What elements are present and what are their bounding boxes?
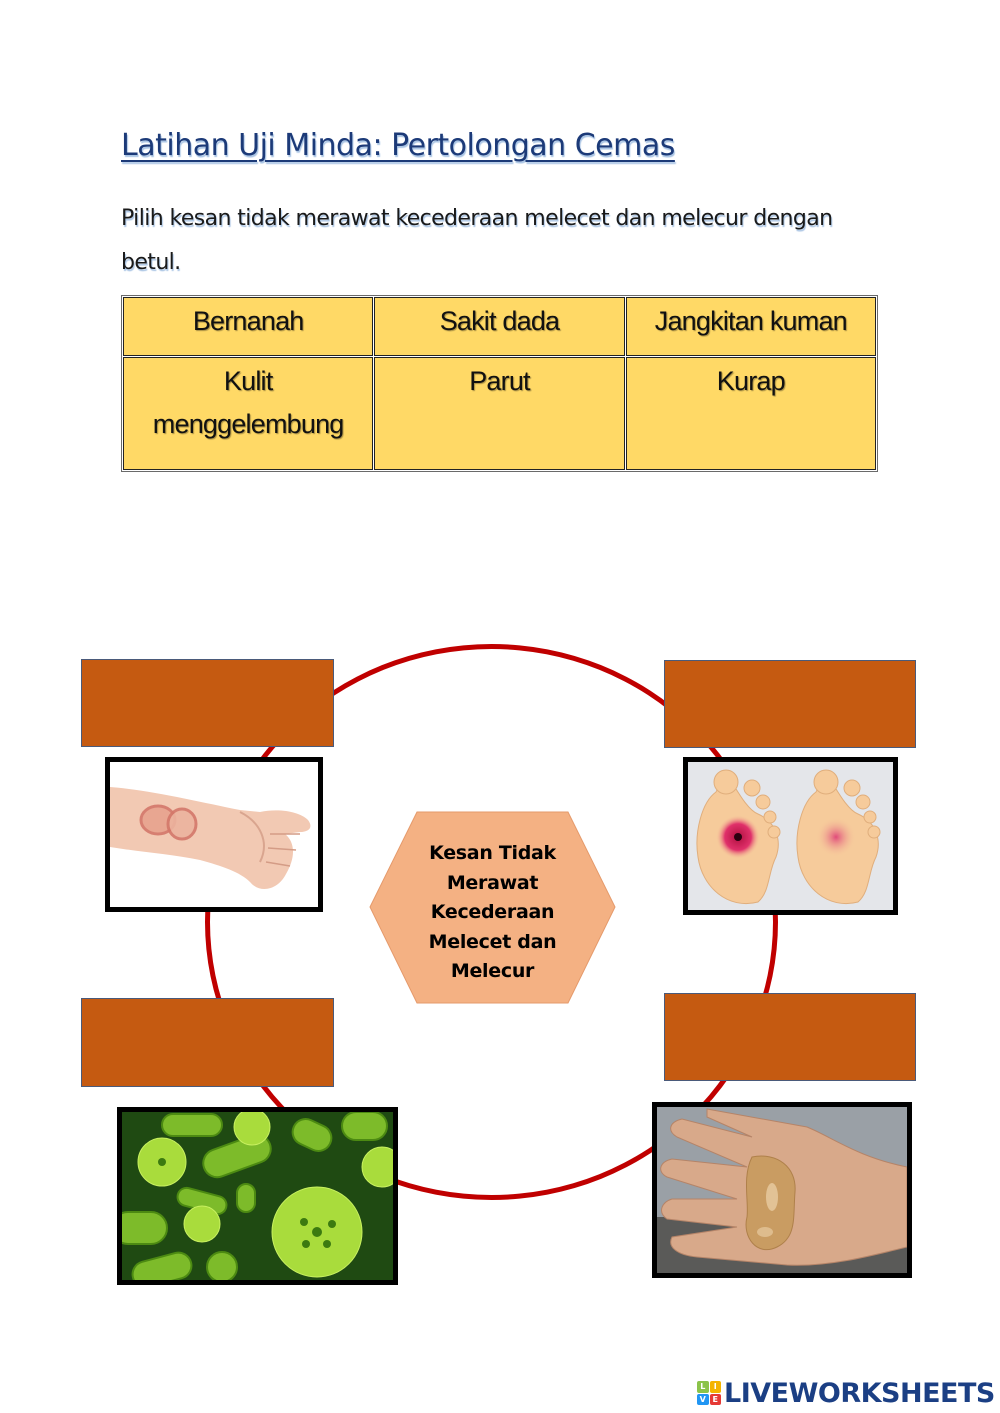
drop-box-top-left[interactable]	[81, 659, 334, 747]
foot-wound-photo	[683, 757, 898, 915]
bacteria-image	[122, 1112, 393, 1280]
drop-box-bottom-left[interactable]	[81, 998, 334, 1087]
logo-letter: E	[709, 1393, 721, 1405]
center-label-line: Merawat	[446, 871, 539, 894]
liveworksheets-logo-icon: L I V E	[697, 1381, 721, 1405]
foot-wound-image	[688, 762, 893, 910]
center-label-line: Melecet dan	[428, 930, 557, 953]
blistered-hand-photo	[652, 1102, 912, 1278]
center-label-line: Melecur	[450, 960, 535, 982]
word-bank-row: Bernanah Sakit dada Jangkitan kuman	[123, 297, 876, 356]
logo-text: LIVEWORKSHEETS	[724, 1377, 995, 1409]
word-bank-row: Kulit menggelembung Parut Kurap	[123, 357, 876, 470]
liveworksheets-logo[interactable]: L I V E LIVEWORKSHEETS	[697, 1377, 995, 1409]
cycle-ring	[205, 644, 778, 1200]
logo-letter: V	[697, 1393, 709, 1405]
word-bank-table: Bernanah Sakit dada Jangkitan kuman Kuli…	[121, 295, 878, 472]
arm-rash-image	[110, 762, 318, 907]
word-parut[interactable]: Parut	[374, 357, 625, 470]
drop-box-top-right[interactable]	[664, 660, 916, 748]
blistered-hand-image	[657, 1107, 907, 1273]
center-label: Kesan Tidak Merawat Kecederaan Melecet d…	[369, 839, 616, 987]
word-kulit-menggelembung[interactable]: Kulit menggelembung	[123, 357, 374, 470]
center-label-line: Kecederaan	[430, 901, 555, 923]
hexagon-shape	[369, 811, 616, 1004]
word-jangkitan-kuman[interactable]: Jangkitan kuman	[625, 297, 876, 356]
word-sakit-dada[interactable]: Sakit dada	[374, 297, 625, 356]
word-kurap[interactable]: Kurap	[625, 357, 876, 470]
word-bernanah[interactable]: Bernanah	[123, 297, 374, 356]
logo-letter: I	[709, 1381, 721, 1393]
logo-letter: L	[697, 1381, 709, 1393]
bacteria-photo	[117, 1107, 398, 1285]
drop-box-bottom-right[interactable]	[664, 993, 916, 1081]
center-label-line: Kesan Tidak	[429, 842, 556, 864]
worksheet-title: Latihan Uji Minda: Pertolongan Cemas	[121, 128, 675, 163]
instruction-text: Pilih kesan tidak merawat kecederaan mel…	[121, 206, 833, 275]
arm-rash-photo	[105, 757, 323, 912]
center-hexagon: Kesan Tidak Merawat Kecederaan Melecet d…	[369, 811, 616, 1004]
